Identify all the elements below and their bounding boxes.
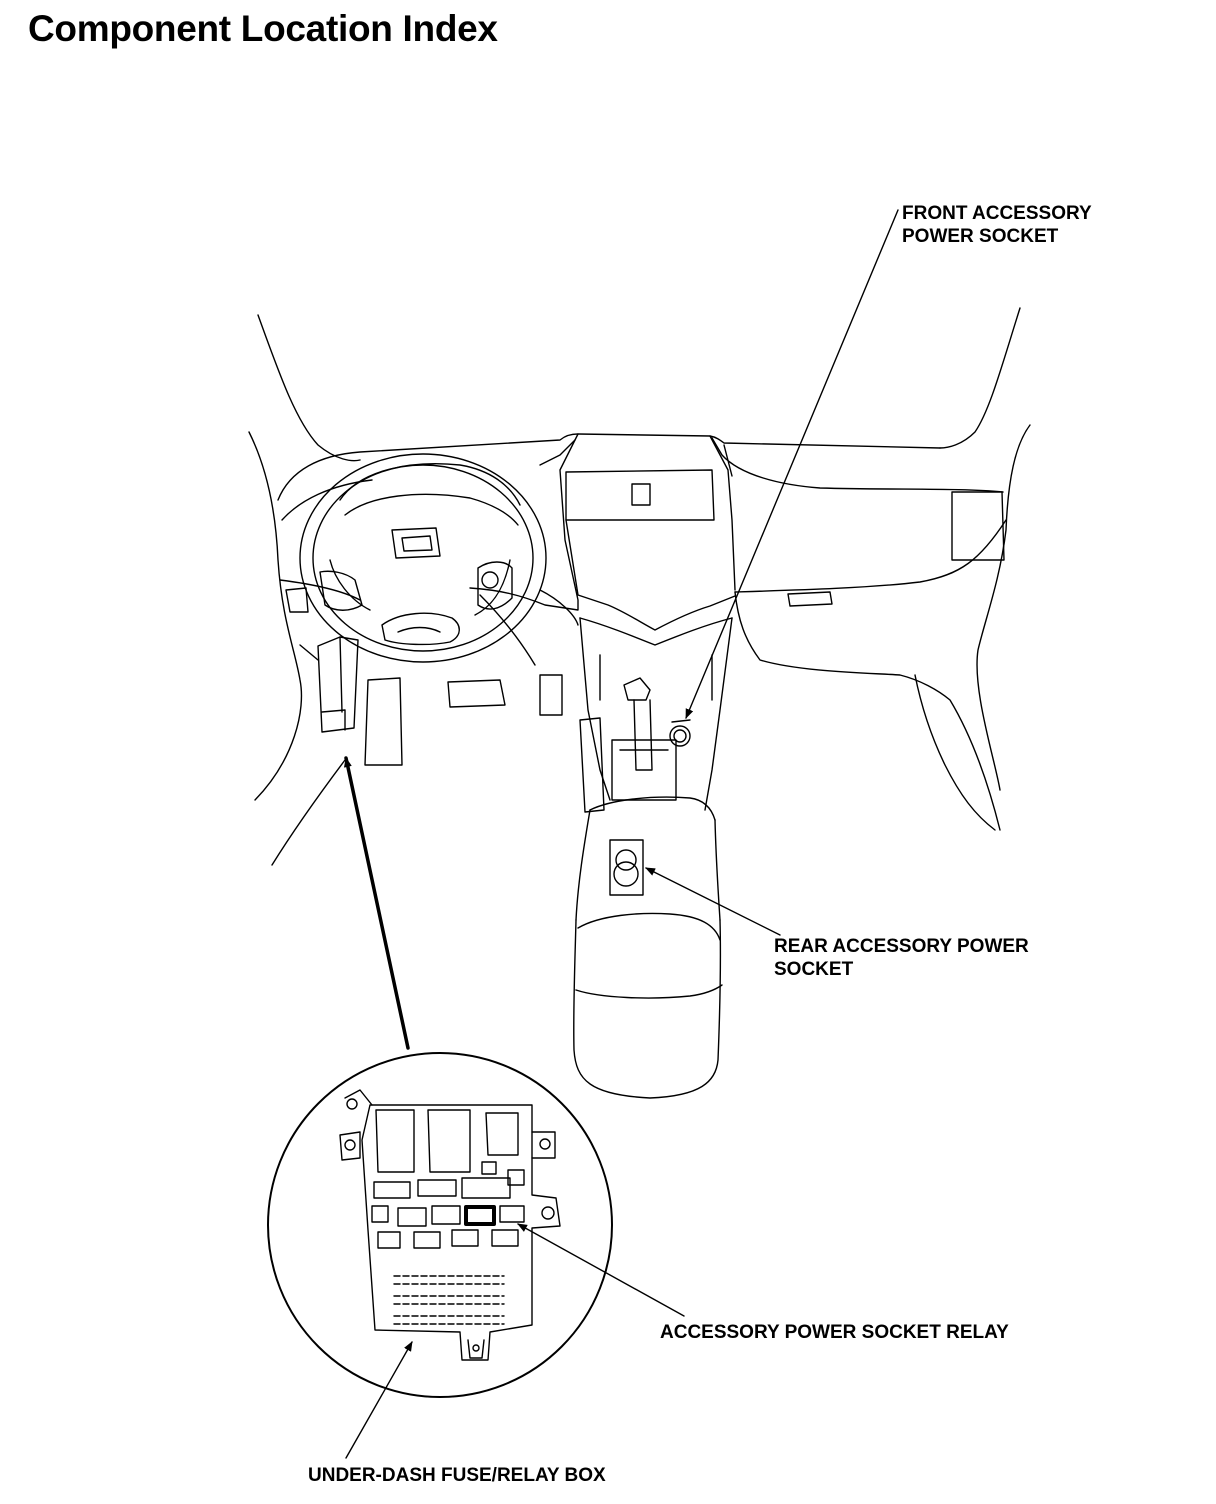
fuse-box-detail [268,1053,612,1397]
label-line: POWER SOCKET [902,226,1059,247]
label-front-accessory-power-socket: FRONT ACCESSORY POWER SOCKET [902,202,1092,248]
label-line: FRONT ACCESSORY [902,203,1092,224]
label-rear-accessory-power-socket: REAR ACCESSORY POWER SOCKET [774,935,1029,981]
leader-lines [343,210,898,1458]
page-title: Component Location Index [28,8,498,49]
label-accessory-power-socket-relay: ACCESSORY POWER SOCKET RELAY [660,1321,1009,1344]
steering-wheel [300,454,546,662]
center-console [574,678,722,1098]
label-under-dash-fuse-relay-box: UNDER-DASH FUSE/RELAY BOX [308,1464,606,1487]
label-line: REAR ACCESSORY POWER [774,936,1029,957]
under-dash-fuse-relay-box-location [318,637,358,732]
label-line: SOCKET [774,959,854,980]
label-line: UNDER-DASH FUSE/RELAY BOX [308,1465,606,1486]
a-pillars [249,308,1030,865]
dashboard [278,434,1006,830]
label-line: ACCESSORY POWER SOCKET RELAY [660,1322,1009,1343]
